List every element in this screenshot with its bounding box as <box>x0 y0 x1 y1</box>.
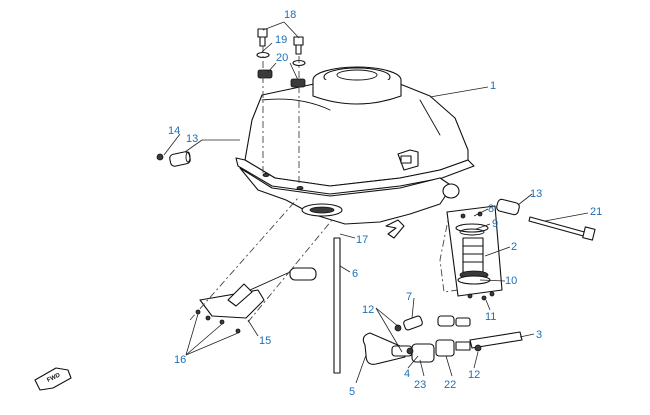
rear-mount-bolt <box>496 198 596 241</box>
mounting-bolts-and-grommets <box>256 28 306 88</box>
fuel-level-sender <box>195 267 317 334</box>
callout-8[interactable]: 8 <box>488 203 494 215</box>
callout-10[interactable]: 10 <box>505 275 517 287</box>
callout-13-left[interactable]: 13 <box>186 133 198 145</box>
leader-lines <box>163 21 589 384</box>
fuel-pump-assembly <box>446 205 503 301</box>
callout-5[interactable]: 5 <box>349 386 355 398</box>
callout-11[interactable]: 11 <box>485 311 496 323</box>
breather-hose <box>333 237 341 374</box>
callout-9[interactable]: 9 <box>492 218 498 230</box>
callout-18[interactable]: 18 <box>284 9 296 21</box>
callout-7[interactable]: 7 <box>406 291 412 303</box>
fwd-direction-arrow: FWD <box>34 367 72 391</box>
callout-2[interactable]: 2 <box>511 241 517 253</box>
callout-20[interactable]: 20 <box>276 52 288 64</box>
fuel-tank <box>235 66 475 239</box>
callout-labels: 18 19 20 1 14 13 13 21 8 9 2 17 6 10 7 1… <box>168 9 602 398</box>
callout-3[interactable]: 3 <box>536 329 542 341</box>
callout-16[interactable]: 16 <box>174 354 186 366</box>
callout-23[interactable]: 23 <box>414 379 426 391</box>
callout-12-upper[interactable]: 12 <box>362 304 374 316</box>
callout-19[interactable]: 19 <box>275 34 287 46</box>
callout-13-right[interactable]: 13 <box>530 188 542 200</box>
callout-1[interactable]: 1 <box>490 80 496 92</box>
callout-12-lower[interactable]: 12 <box>468 369 480 381</box>
callout-14[interactable]: 14 <box>168 125 180 137</box>
callout-4[interactable]: 4 <box>404 368 410 380</box>
callout-21[interactable]: 21 <box>590 206 602 218</box>
assembly-guide-lines <box>189 46 459 323</box>
fwd-label: FWD <box>46 372 62 383</box>
callout-22[interactable]: 22 <box>444 379 456 391</box>
callout-17[interactable]: 17 <box>356 234 368 246</box>
fuel-line-assembly <box>362 315 523 365</box>
side-mount-spacer <box>156 151 191 167</box>
callout-6[interactable]: 6 <box>352 268 358 280</box>
callout-15[interactable]: 15 <box>259 335 271 347</box>
